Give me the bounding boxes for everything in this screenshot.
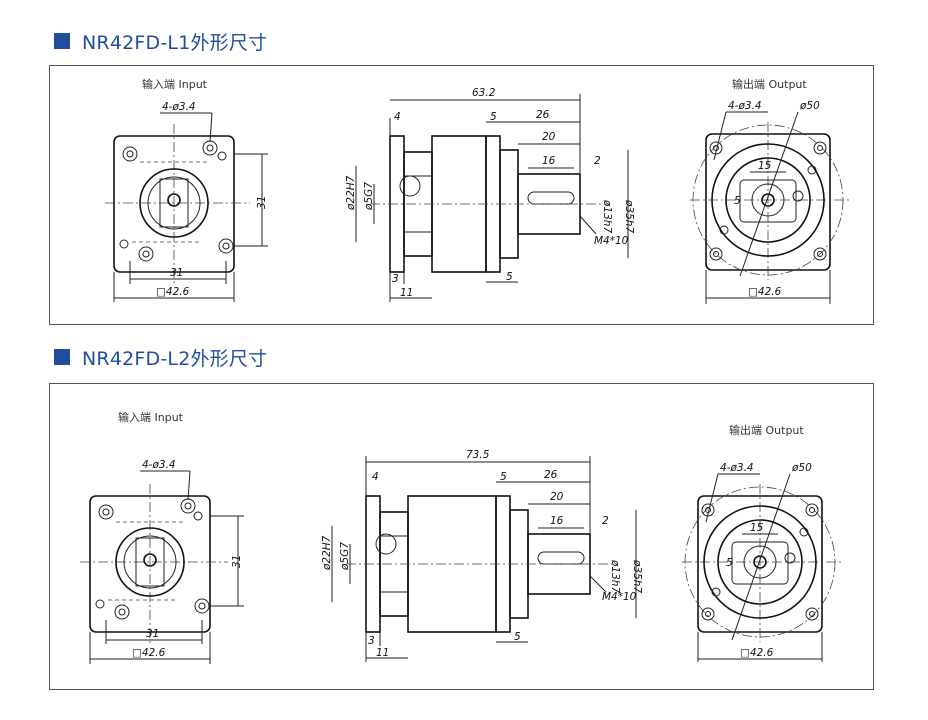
side-d5: 5 xyxy=(500,471,507,483)
drawing-svg-l2: 4-ø3.4 31 31 □42.6 xyxy=(80,449,842,664)
output-view: 4-ø3.4 ø50 15 5 □42.6 xyxy=(682,462,842,662)
input-square-dim: □42.6 xyxy=(156,286,190,298)
side-view: 73.5 4 5 26 20 16 2 ø22H7 ø5G7 ø13h7 ø35… xyxy=(321,449,643,662)
drawing-panel-l2: 输入端 Input 输出端 Output 4-ø3.4 31 xyxy=(49,383,874,690)
drawing-svg-l1: 4-ø3.4 31 31 □42.6 xyxy=(105,87,850,304)
input-shaft-hole xyxy=(143,553,157,567)
side-d22: ø22H7 xyxy=(345,175,357,211)
side-d26: 26 xyxy=(544,469,558,481)
output-pcd-dim: ø50 xyxy=(791,462,812,474)
side-d13: ø13h7 xyxy=(601,199,613,233)
side-d5b: 5 xyxy=(514,631,521,643)
side-d5: 5 xyxy=(490,111,497,123)
side-thread: M4*10 xyxy=(602,591,637,603)
output-center-hole xyxy=(761,193,775,207)
output-holes-dim: 4-ø3.4 xyxy=(720,462,754,474)
side-d26: 26 xyxy=(536,109,550,121)
title-marker xyxy=(54,349,70,365)
side-d2: 2 xyxy=(594,155,601,167)
side-thread: M4*10 xyxy=(594,235,629,247)
input-shaft-hole xyxy=(167,193,181,207)
side-d16: 16 xyxy=(542,155,556,167)
side-d2: 2 xyxy=(602,515,609,527)
section-title-l1: NR42FD-L1外形尺寸 xyxy=(54,29,268,54)
input-view: 4-ø3.4 31 31 □42.6 xyxy=(105,101,268,302)
side-d4: 4 xyxy=(372,471,379,483)
output-label: 输出端 Output xyxy=(732,78,807,91)
input-holes-dim: 4-ø3.4 xyxy=(142,459,176,471)
side-d35: ø35h7 xyxy=(623,199,635,233)
output-square-dim: □42.6 xyxy=(740,647,774,659)
side-d20: 20 xyxy=(550,491,564,503)
output-d5-dim: 5 xyxy=(726,557,733,569)
output-d15-dim: 15 xyxy=(750,522,764,534)
output-d15-dim: 15 xyxy=(758,160,772,172)
input-holes-dim: 4-ø3.4 xyxy=(162,101,196,113)
input-width-dim: 31 xyxy=(146,628,159,640)
side-d3: 3 xyxy=(392,273,399,285)
section-title-l2: NR42FD-L2外形尺寸 xyxy=(54,345,268,370)
side-d13: ø13h7 xyxy=(609,559,621,593)
input-height-dim: 31 xyxy=(256,196,268,209)
side-d3: 3 xyxy=(368,635,375,647)
side-d11: 11 xyxy=(400,287,413,299)
side-d5c: ø5G7 xyxy=(363,182,375,211)
side-d16: 16 xyxy=(550,515,564,527)
side-view: 63.2 4 5 26 20 16 2 ø22H7 ø5G7 ø13h7 ø35… xyxy=(345,87,635,302)
side-d5c: ø5G7 xyxy=(339,542,351,571)
input-square-dim: □42.6 xyxy=(132,647,166,659)
side-overall-dim: 73.5 xyxy=(466,449,490,461)
input-width-dim: 31 xyxy=(170,267,183,279)
side-d11: 11 xyxy=(376,647,389,659)
side-d35: ø35h7 xyxy=(631,559,643,593)
input-bore-outer xyxy=(139,168,209,238)
side-d20: 20 xyxy=(542,131,556,143)
side-d4: 4 xyxy=(394,111,401,123)
input-view: 4-ø3.4 31 31 □42.6 xyxy=(80,459,244,664)
output-center-hole xyxy=(753,555,767,569)
input-label: 输入端 Input xyxy=(142,78,207,91)
side-overall-dim: 63.2 xyxy=(472,87,496,99)
section-title-text: NR42FD-L1外形尺寸 xyxy=(82,31,268,54)
input-label: 输入端 Input xyxy=(118,411,183,424)
output-holes-dim: 4-ø3.4 xyxy=(728,100,762,112)
output-pcd-dim: ø50 xyxy=(799,100,820,112)
drawing-panel-l1: 输入端 Input 输出端 Output 4-ø3.4 31 xyxy=(49,65,874,325)
output-view: 4-ø3.4 ø50 15 5 □42.6 xyxy=(690,100,850,304)
input-height-dim: 31 xyxy=(231,555,243,568)
section-title-text: NR42FD-L2外形尺寸 xyxy=(82,347,268,370)
output-d5-dim: 5 xyxy=(734,195,741,207)
side-d5b: 5 xyxy=(506,271,513,283)
output-label: 输出端 Output xyxy=(729,424,804,437)
title-marker xyxy=(54,33,70,49)
side-d22: ø22H7 xyxy=(321,535,333,571)
output-square-dim: □42.6 xyxy=(748,286,782,298)
